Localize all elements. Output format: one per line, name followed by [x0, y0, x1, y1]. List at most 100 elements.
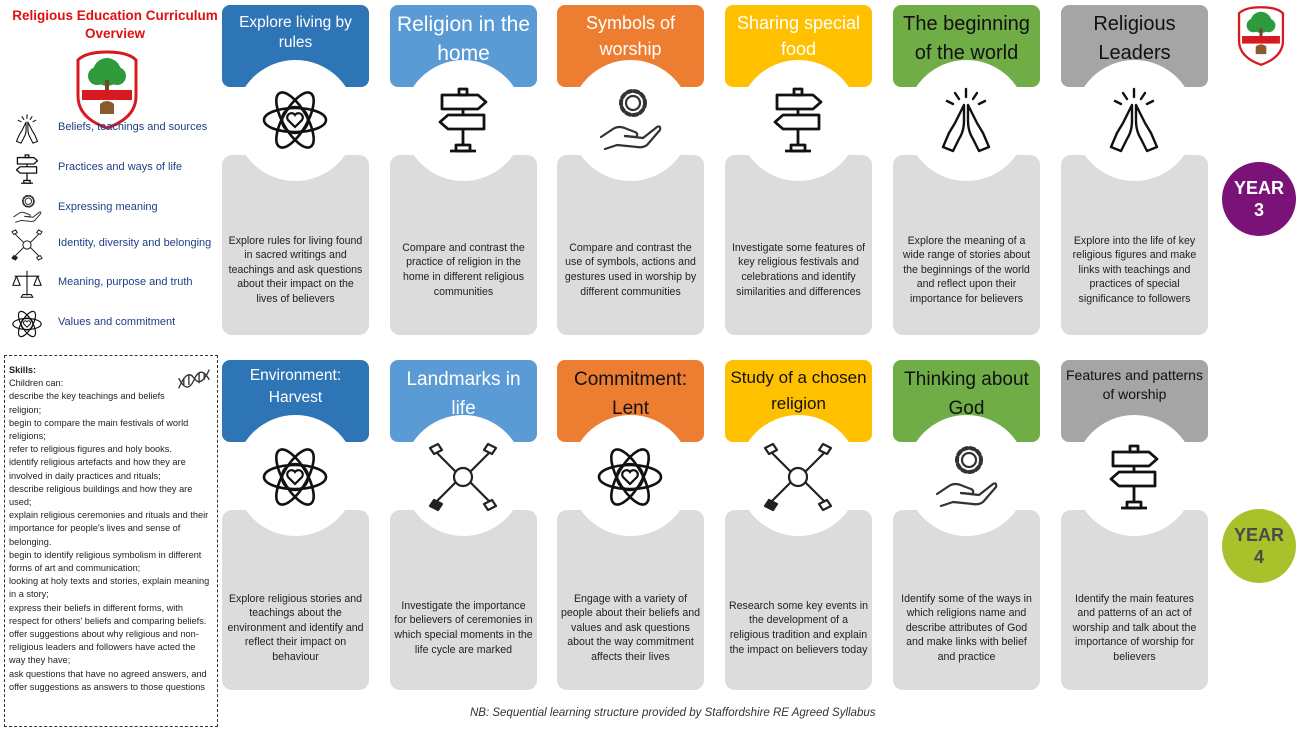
unit-panel	[893, 510, 1040, 690]
skill-item: identify religious artefacts and how the…	[9, 457, 186, 481]
legend-item: Practices and ways of life	[8, 153, 223, 183]
icon-bubble	[235, 60, 356, 181]
icon-bubble	[906, 415, 1027, 536]
legend-item: Beliefs, teachings and sources	[8, 113, 223, 143]
unit-title: Explore living by rules	[239, 14, 352, 51]
legend-label: Beliefs, teachings and sources	[58, 121, 208, 133]
unit-panel	[1061, 155, 1208, 335]
skill-item: express their beliefs in different forms…	[9, 602, 207, 626]
unit-panel	[1061, 510, 1208, 690]
legend-label: Meaning, purpose and truth	[58, 276, 193, 288]
skill-item: describe the key teachings and beliefs r…	[9, 391, 165, 415]
year-label: YEAR	[1233, 525, 1284, 545]
legend-item: Values and commitment	[8, 308, 223, 338]
unit-description: Investigate the importance for believers…	[394, 599, 533, 656]
unit-panel	[557, 155, 704, 335]
unit-panel	[557, 510, 704, 690]
skill-item: begin to identify religious symbolism in…	[9, 549, 202, 574]
atom-heart-icon	[260, 442, 330, 512]
praying-hands-icon	[931, 85, 1001, 155]
unit-description: Identify some of the ways in which relig…	[901, 592, 1032, 663]
skill-item: refer to religious figures and holy book…	[9, 444, 172, 455]
unit-card: Sharing special food Investigate some fe…	[725, 5, 875, 335]
unit-title-tab: The beginning of the world	[893, 5, 1040, 87]
atom-heart-icon	[10, 308, 44, 340]
unit-card: Features and patterns of worship Identif…	[1061, 360, 1211, 690]
icon-bubble	[235, 415, 356, 536]
unit-title: Sharing special food	[736, 13, 861, 59]
unit-title-tab: Commitment: Lent	[557, 360, 704, 442]
unit-description: Identify the main features and patterns …	[1072, 592, 1197, 663]
unit-card: Religion in the home Compare and contras…	[390, 5, 540, 335]
unit-panel	[725, 155, 872, 335]
icon-bubble	[1074, 415, 1195, 536]
unit-description: Explore religious stories and teachings …	[227, 592, 364, 663]
footnote: NB: Sequential learning structure provid…	[470, 707, 876, 719]
skill-item: ask questions that have no agreed answer…	[9, 668, 207, 692]
year3-badge: YEAR 3	[1222, 162, 1296, 236]
year-number: 3	[1253, 200, 1264, 220]
icon-bubble	[1074, 60, 1195, 181]
year4-badge: YEAR 4	[1222, 509, 1296, 583]
unit-description: Compare and contrast the use of symbols,…	[564, 241, 697, 298]
atom-heart-icon	[260, 85, 330, 155]
signpost-icon	[10, 153, 44, 185]
unit-description: Explore the meaning of a wide range of s…	[902, 234, 1031, 305]
legend-label: Values and commitment	[58, 316, 176, 328]
unit-panel	[222, 155, 369, 335]
praying-hands-icon	[1099, 85, 1169, 155]
unit-title: Symbols of worship	[585, 13, 676, 59]
unit-card: Symbols of worship Compare and contrast …	[557, 5, 707, 335]
unit-card: Thinking about God Identify some of the …	[893, 360, 1043, 690]
unit-card: Explore living by rules Explore rules fo…	[222, 5, 372, 335]
scales-icon	[10, 268, 44, 300]
joined-hands-icon	[428, 442, 498, 512]
unit-card: Landmarks in life Investigate the import…	[390, 360, 540, 690]
unit-title-tab: Study of a chosen religion	[725, 360, 872, 442]
icon-bubble	[906, 60, 1027, 181]
atom-heart-icon	[595, 442, 665, 512]
icon-bubble	[403, 60, 524, 181]
unit-title: Study of a chosen religion	[730, 368, 867, 413]
joined-hands-icon	[763, 442, 833, 512]
icon-bubble	[738, 60, 859, 181]
unit-description: Engage with a variety of people about th…	[561, 592, 701, 663]
unit-panel	[725, 510, 872, 690]
unit-card: Commitment: Lent Engage with a variety o…	[557, 360, 707, 690]
unit-card: Study of a chosen religion Research some…	[725, 360, 875, 690]
unit-title: Landmarks in life	[406, 369, 521, 419]
legend-item: Expressing meaning	[8, 193, 223, 223]
unit-title-tab: Thinking about God	[893, 360, 1040, 442]
signpost-icon	[763, 85, 833, 155]
hand-gear-icon	[931, 442, 1001, 512]
hand-gear-icon	[595, 85, 665, 155]
unit-panel	[390, 155, 537, 335]
unit-panel	[390, 510, 537, 690]
signpost-icon	[1099, 442, 1169, 512]
page-title: Religious Education Curriculum Overview	[12, 8, 218, 41]
unit-panel	[222, 510, 369, 690]
legend-label: Identity, diversity and belonging	[58, 237, 212, 249]
year-number: 4	[1253, 547, 1264, 567]
skill-item: looking at holy texts and stories, expla…	[9, 576, 210, 600]
hand-gear-icon	[10, 193, 44, 225]
unit-card: Religious Leaders Explore into the life …	[1061, 5, 1211, 335]
unit-title: Commitment: Lent	[574, 369, 687, 419]
unit-panel	[893, 155, 1040, 335]
unit-title: The beginning of the world	[903, 13, 1030, 64]
school-logo-small	[1236, 5, 1286, 67]
skill-item: describe religious buildings and how the…	[9, 483, 193, 508]
unit-card: Environment: Harvest Explore religious s…	[222, 360, 372, 690]
unit-title: Religious Leaders	[1093, 13, 1176, 64]
unit-title: Environment: Harvest	[249, 367, 342, 406]
unit-description: Compare and contrast the practice of rel…	[402, 241, 525, 298]
unit-description: Investigate some features of key religio…	[731, 241, 866, 298]
skills-title: Skills:	[9, 365, 37, 375]
joined-hands-icon	[10, 229, 44, 261]
praying-hands-icon	[10, 113, 44, 145]
unit-description: Explore into the life of key religious f…	[1072, 234, 1197, 305]
legend-item: Meaning, purpose and truth	[8, 268, 223, 298]
year-label: YEAR	[1233, 178, 1284, 198]
skill-item: offer suggestions about why religious an…	[9, 629, 199, 666]
unit-description: Explore rules for living found in sacred…	[228, 234, 363, 305]
